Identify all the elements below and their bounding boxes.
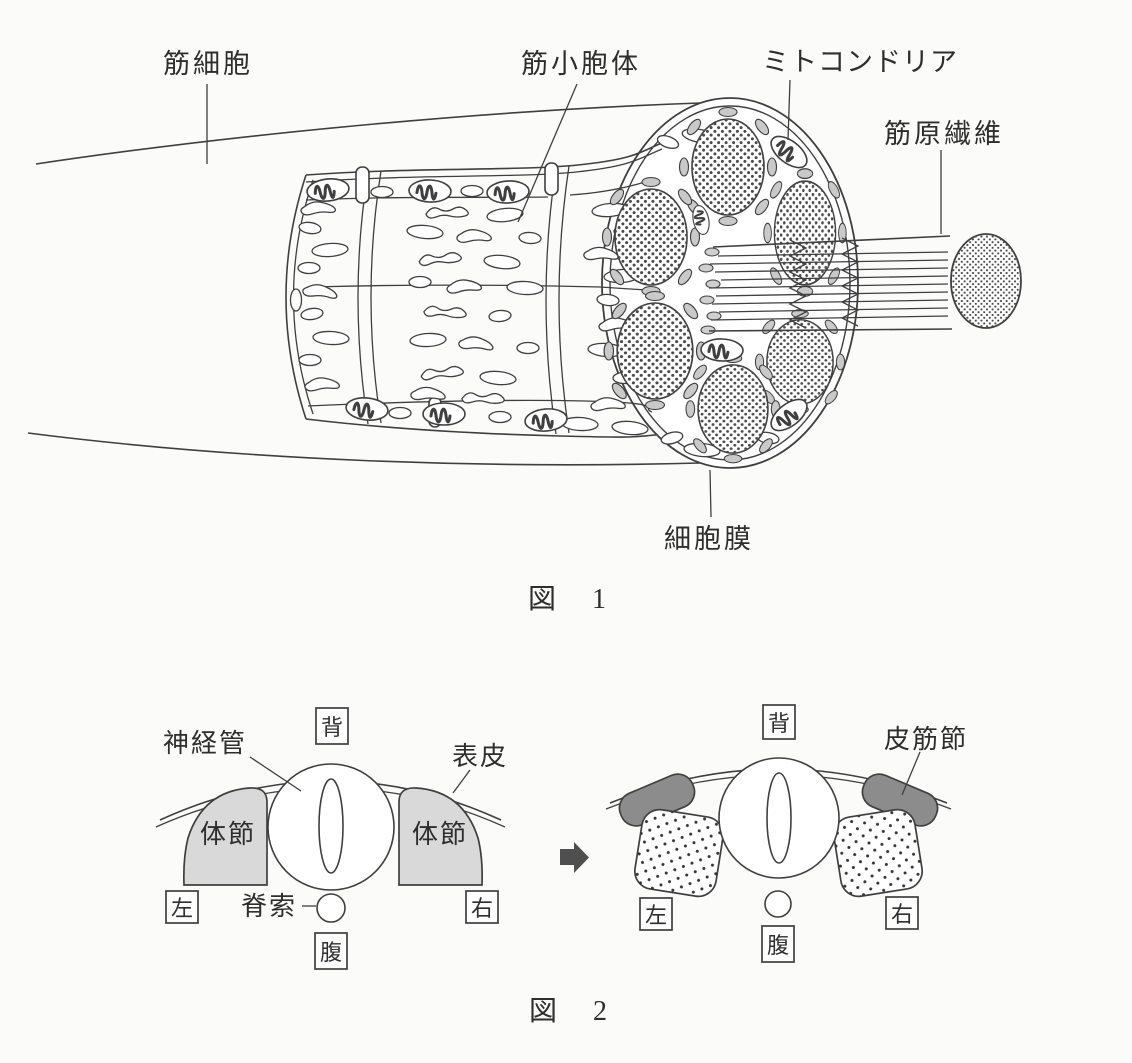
- fig2-left-panel: 神経管 表皮 体節 体節 脊索 背 左 右 腹: [155, 707, 508, 970]
- figure-1: 筋細胞 筋小胞体 ミトコンドリア 筋原繊維 細胞膜 図 1: [27, 47, 1022, 615]
- myotome-left: [633, 808, 725, 898]
- myotome-right: [832, 808, 924, 898]
- label-dermomyotome: 皮筋節: [884, 725, 968, 754]
- figure2-caption: 図 2: [529, 996, 607, 1027]
- figure-2: 神経管 表皮 体節 体節 脊索 背 左 右 腹: [155, 704, 968, 1027]
- label-myofibril: 筋原繊維: [884, 119, 1004, 149]
- badge-left-text: 左: [171, 896, 193, 921]
- badge-dorsal-text: 背: [321, 715, 343, 740]
- label-cell-membrane: 細胞膜: [664, 524, 754, 554]
- notochord: [764, 890, 792, 918]
- badge-dorsal-right-panel: 背: [762, 704, 796, 740]
- badge-right-text: 右: [891, 902, 913, 927]
- badge-right-left-panel: 右: [465, 890, 499, 924]
- somite-left: [182, 787, 268, 886]
- label-neural-tube: 神経管: [163, 729, 247, 758]
- label-epidermis: 表皮: [452, 742, 508, 771]
- badge-dorsal-text: 背: [768, 711, 790, 736]
- notochord: [316, 893, 346, 923]
- transition-arrow-icon: [560, 842, 589, 873]
- t-tubule: [355, 166, 370, 204]
- muscle-cell-outline: [27, 102, 701, 466]
- label-notochord: 脊索: [241, 892, 297, 921]
- badge-ventral-left-panel: 腹: [314, 932, 348, 970]
- somite-right: [398, 787, 484, 886]
- badge-ventral-text: 腹: [320, 940, 342, 965]
- figure1-caption: 図 1: [528, 584, 606, 615]
- badge-left-text: 左: [645, 903, 667, 928]
- mitochondrion: [699, 336, 745, 364]
- badge-left-right-panel: 左: [639, 897, 673, 931]
- badge-dorsal-left-panel: 背: [315, 707, 349, 745]
- figure1-caption-number: 1: [592, 584, 606, 615]
- figure1-labels: 筋細胞 筋小胞体 ミトコンドリア 筋原繊維 細胞膜 図 1: [163, 47, 1004, 615]
- fig2-right-panel: 皮筋節 背 左 右 腹: [605, 704, 968, 963]
- label-sarcoplasmic-reticulum: 筋小胞体: [521, 49, 641, 79]
- neural-canal: [766, 772, 792, 864]
- badge-right-right-panel: 右: [885, 896, 919, 930]
- label-muscle-cell: 筋細胞: [163, 49, 253, 79]
- sarcoplasmic-reticulum-blobs: [289, 184, 650, 437]
- figure2-caption-label: 図: [529, 996, 557, 1027]
- label-somite-right: 体節: [412, 820, 468, 849]
- badge-ventral-text: 腹: [767, 933, 789, 958]
- label-mitochondria: ミトコンドリア: [762, 47, 958, 77]
- badge-ventral-right-panel: 腹: [761, 925, 795, 963]
- figure1-caption-label: 図: [528, 584, 556, 615]
- figure2-caption-number: 2: [593, 996, 607, 1027]
- myofibril-cylinder: [698, 233, 1022, 335]
- cut-open-section: [285, 141, 665, 438]
- badge-right-text: 右: [471, 896, 493, 921]
- badge-left-left-panel: 左: [165, 890, 199, 924]
- label-somite-left: 体節: [200, 820, 256, 849]
- t-tubule: [544, 162, 559, 196]
- neural-canal: [318, 778, 344, 874]
